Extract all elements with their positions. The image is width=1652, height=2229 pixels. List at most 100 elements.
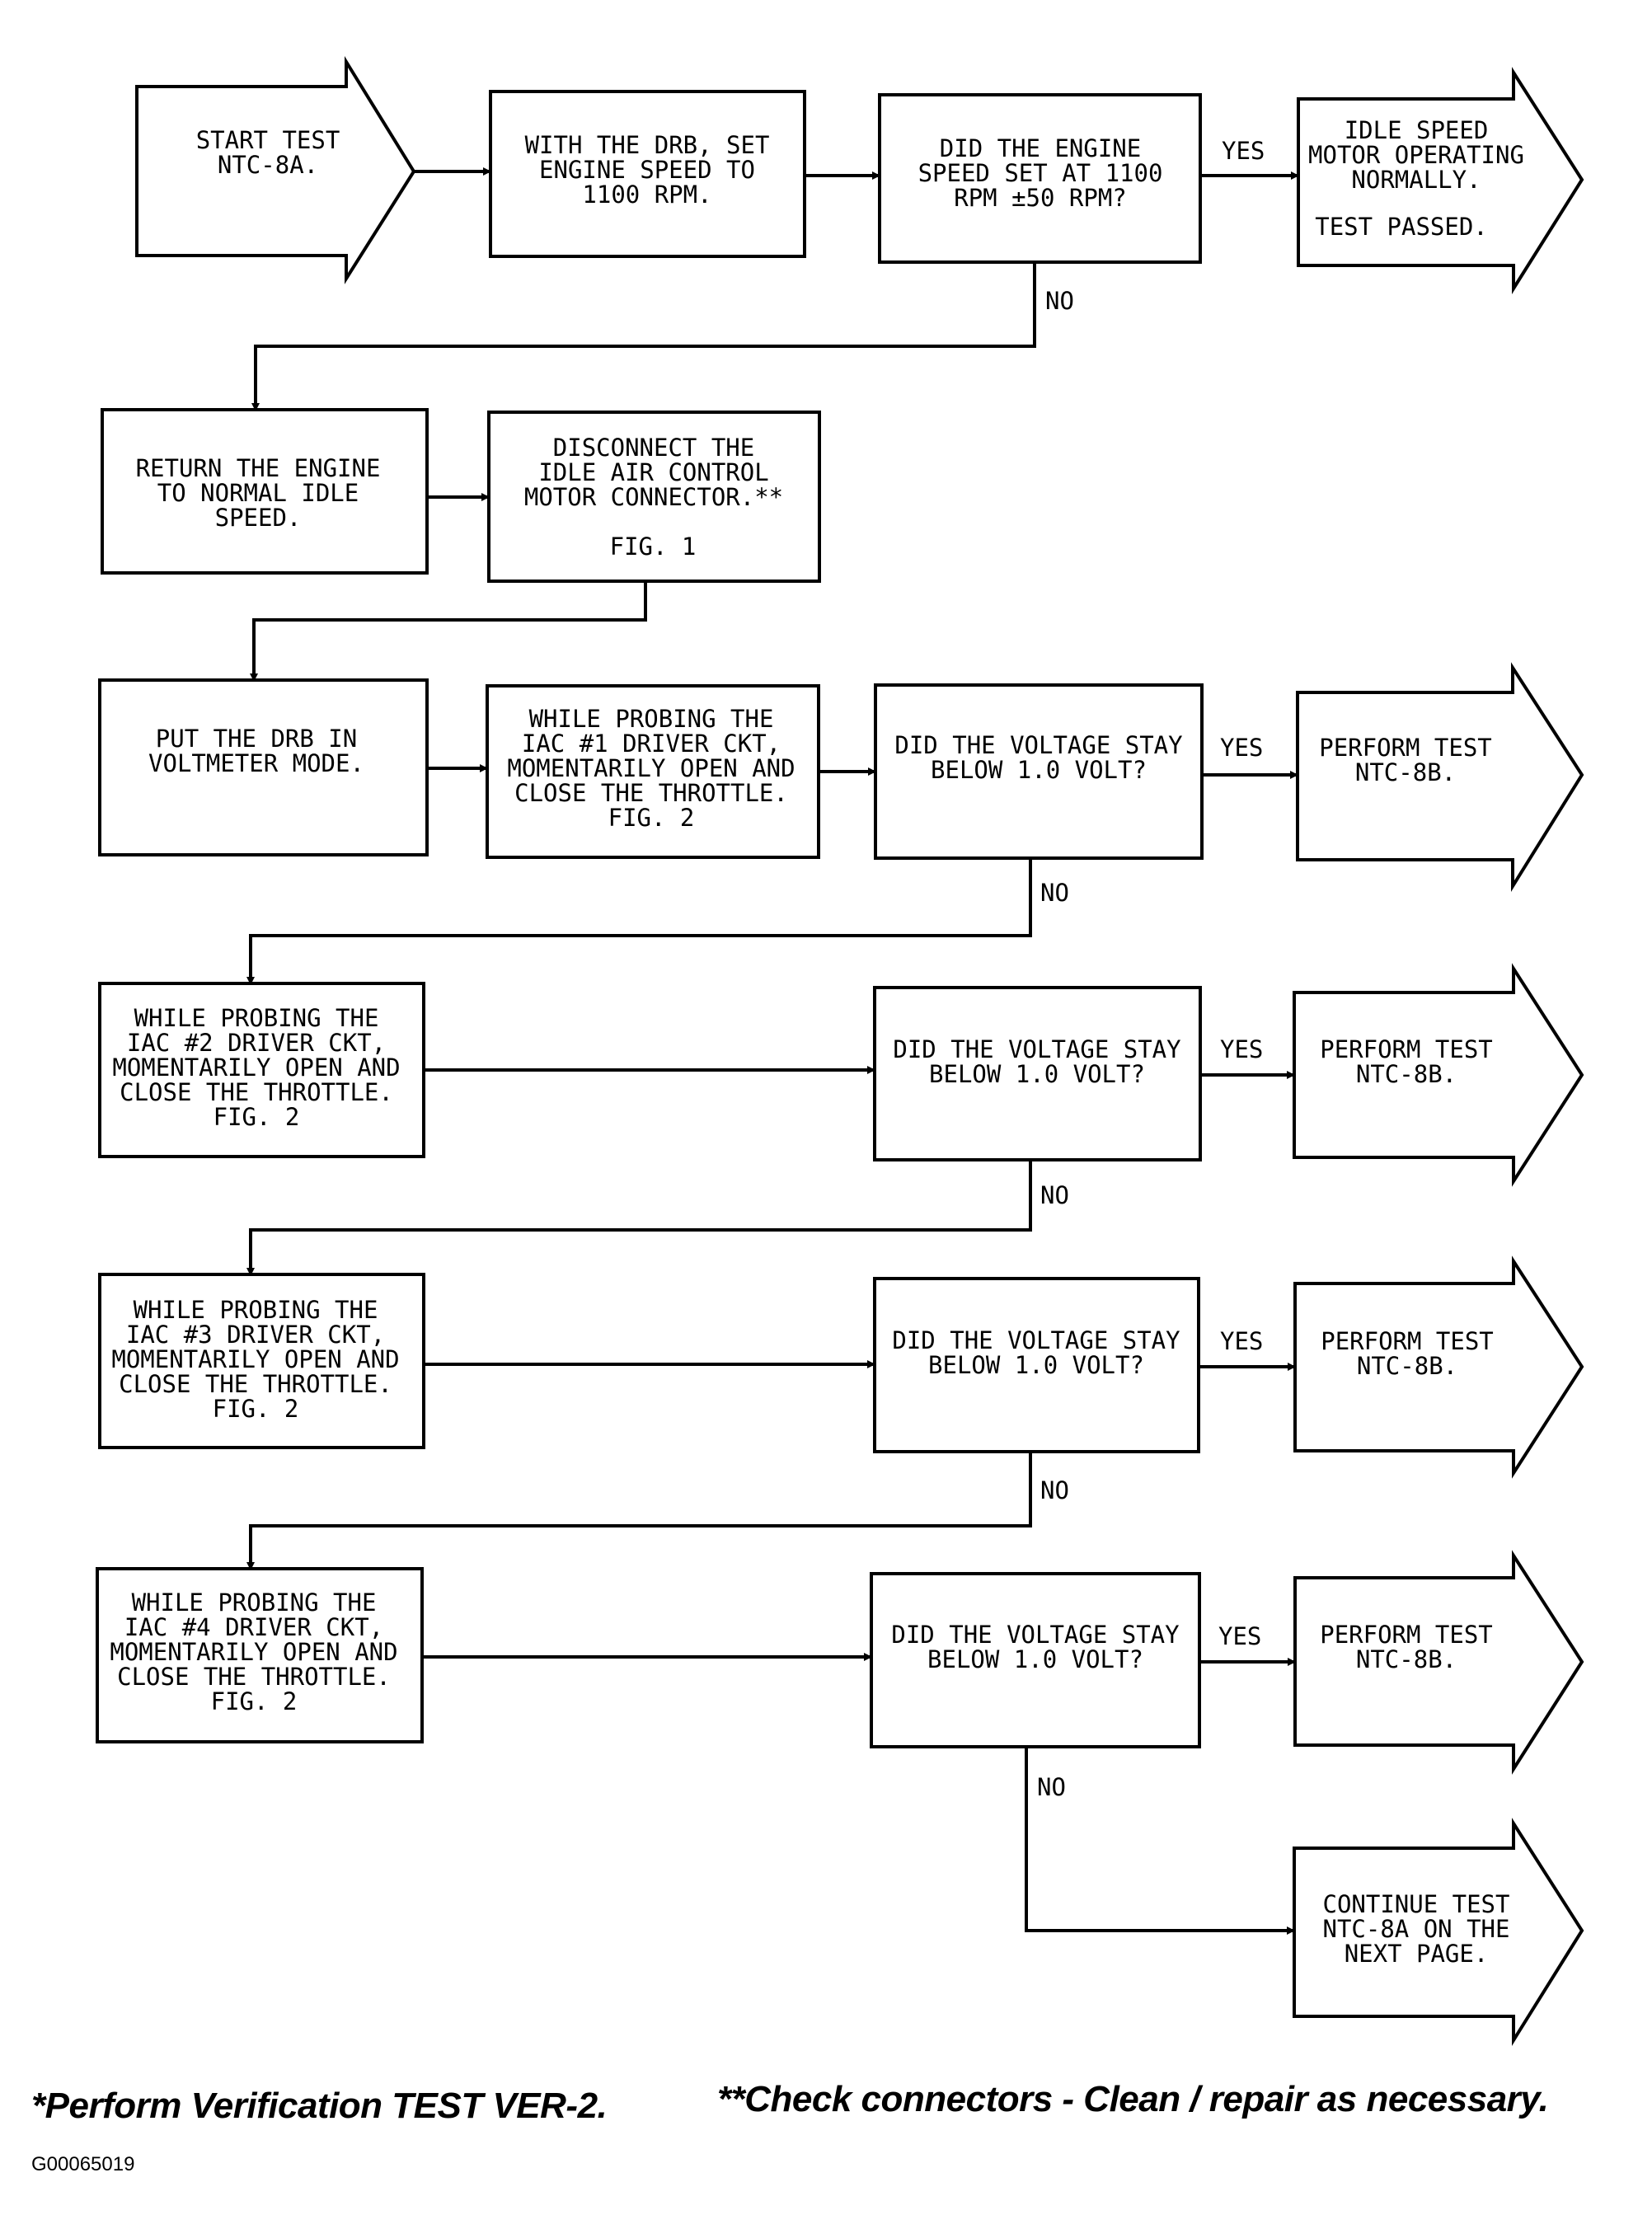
node-text-line: DID THE VOLTAGE STAY xyxy=(891,1621,1179,1649)
yes-label-4: YES xyxy=(1220,1327,1263,1355)
node-text-line: MOMENTARILY OPEN AND xyxy=(111,1345,399,1373)
node-text-line: CONTINUE TEST xyxy=(1323,1890,1510,1918)
node-text-line: 1100 RPM. xyxy=(582,181,711,209)
node-text-line: WITH THE DRB, SET xyxy=(525,131,770,159)
no-label-5: NO xyxy=(1037,1773,1066,1801)
yes-label-5: YES xyxy=(1218,1622,1261,1650)
node-text-line: WHILE PROBING THE xyxy=(529,705,774,733)
node-text-line: NTC-8B. xyxy=(1357,1352,1457,1380)
node-text-line: ENGINE SPEED TO xyxy=(539,156,755,184)
connector-note: **Check connectors - Clean / repair as n… xyxy=(717,2079,1549,2119)
node-text-line: BELOW 1.0 VOLT? xyxy=(931,756,1147,784)
node-text-line: VOLTMETER MODE. xyxy=(148,749,364,777)
node-text-line: SPEED. xyxy=(215,504,302,532)
start-arrow-shape xyxy=(135,55,416,284)
node-text-line: IAC #4 DRIVER CKT, xyxy=(124,1613,383,1641)
node-text-line: WHILE PROBING THE xyxy=(134,1296,378,1324)
node-text-line: DID THE VOLTAGE STAY xyxy=(893,1035,1180,1063)
node-text-line: IAC #3 DRIVER CKT, xyxy=(126,1321,385,1349)
perform3-arrow-shape xyxy=(1293,1255,1584,1479)
node-text-line: MOTOR OPERATING xyxy=(1308,141,1524,169)
node-text-line: NTC-8B. xyxy=(1355,758,1456,786)
node-text-line: NTC-8A ON THE xyxy=(1323,1915,1510,1943)
node-text-line: TO NORMAL IDLE xyxy=(157,479,359,507)
node-text-line: BELOW 1.0 VOLT? xyxy=(927,1645,1143,1673)
node-text-line: IAC #2 DRIVER CKT, xyxy=(127,1029,386,1057)
node-text-line: CLOSE THE THROTTLE. xyxy=(119,1370,392,1398)
node-text-line: RPM ±50 RPM? xyxy=(954,184,1127,212)
node-text-line: IAC #1 DRIVER CKT, xyxy=(522,730,781,758)
yes-label-3: YES xyxy=(1220,1035,1263,1063)
figure-id: G00065019 xyxy=(31,2153,135,2175)
connector-question2-no xyxy=(246,1160,1032,1276)
connector-question3-no xyxy=(246,1452,1032,1570)
no-label-4: NO xyxy=(1040,1476,1069,1504)
no-label-1: NO xyxy=(1045,287,1074,315)
voltage-decision-2-box xyxy=(873,986,1202,1161)
node-text-line: NTC-8B. xyxy=(1356,1060,1457,1088)
probe3-box xyxy=(98,1273,425,1449)
node-text-line: DID THE VOLTAGE STAY xyxy=(894,731,1182,759)
node-text-line: PUT THE DRB IN xyxy=(156,725,357,753)
continue-arrow-shape xyxy=(1293,1818,1584,2046)
set-speed-box xyxy=(489,90,806,258)
node-text-line: IDLE AIR CONTROL xyxy=(538,458,768,486)
connector-question-no xyxy=(251,262,1036,411)
node-text-line: DID THE VOLTAGE STAY xyxy=(892,1326,1180,1354)
voltage-decision-1-box xyxy=(874,683,1204,860)
node-text-line: FIG. 2 xyxy=(214,1103,300,1131)
node-text-line: FIG. 2 xyxy=(608,804,695,832)
node-text-line: PERFORM TEST xyxy=(1321,1327,1494,1355)
probe4-box xyxy=(96,1567,424,1743)
node-text-line: PERFORM TEST xyxy=(1319,734,1492,762)
no-label-3: NO xyxy=(1040,1181,1069,1209)
voltmeter-box xyxy=(98,678,429,856)
node-text-line: MOMENTARILY OPEN AND xyxy=(112,1053,400,1082)
node-text-line: NORMALLY. xyxy=(1351,166,1481,194)
node-text-line: CLOSE THE THROTTLE. xyxy=(514,779,788,807)
node-text-line: CLOSE THE THROTTLE. xyxy=(120,1078,393,1106)
yes-label-2: YES xyxy=(1220,734,1263,762)
probe1-box xyxy=(486,684,820,859)
node-text-line: IDLE SPEED xyxy=(1345,116,1489,144)
no-label-2: NO xyxy=(1040,879,1069,907)
node-text-line: DID THE ENGINE xyxy=(940,134,1141,162)
return-idle-box xyxy=(101,408,429,575)
node-text-line: NTC-8B. xyxy=(1356,1645,1457,1673)
node-text-line: DISCONNECT THE xyxy=(553,434,754,462)
node-text-line: NTC-8A. xyxy=(218,151,318,179)
node-text-line: WHILE PROBING THE xyxy=(134,1004,379,1032)
node-text-line: RETURN THE ENGINE xyxy=(136,454,381,482)
node-text-line: MOMENTARILY OPEN AND xyxy=(507,754,795,782)
node-text-line: PERFORM TEST xyxy=(1320,1621,1493,1649)
node-text-line: PERFORM TEST xyxy=(1320,1035,1493,1063)
perform2-arrow-shape xyxy=(1293,963,1584,1187)
node-text-line: START TEST xyxy=(196,126,340,154)
node-text-line: CLOSE THE THROTTLE. xyxy=(117,1663,391,1691)
node-text-line: SPEED SET AT 1100 xyxy=(918,159,1163,187)
verification-note: *Perform Verification TEST VER-2. xyxy=(31,2086,608,2126)
speed-decision-box xyxy=(878,93,1202,264)
node-text-line: FIG. 2 xyxy=(213,1395,299,1423)
disconnect-box xyxy=(487,411,821,583)
connector-question4-no xyxy=(1025,1747,1295,1935)
connector-disconnect-to-voltmeter xyxy=(250,581,647,682)
node-text-line: WHILE PROBING THE xyxy=(132,1588,377,1617)
